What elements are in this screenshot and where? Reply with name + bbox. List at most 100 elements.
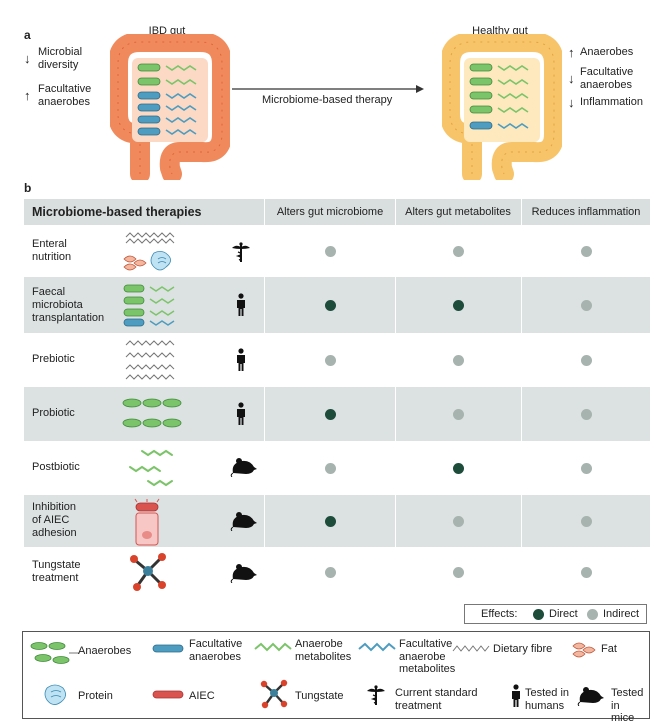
- therapy-name: Enteral nutrition: [32, 238, 72, 263]
- down-arrow-icon: ↓: [568, 95, 575, 110]
- legend-anaerobes: Anaerobes: [78, 645, 132, 657]
- facultative-anaerobes-legend-icon: [152, 644, 184, 653]
- prebiotic-dietary-fibre-icon: [125, 340, 175, 380]
- down-arrow-icon: ↓: [568, 71, 575, 86]
- indirect-effect-dot-microbiome: [324, 462, 336, 474]
- legend-current-standard: Current standard treatment: [395, 687, 478, 712]
- anaerobe-metabolites-legend-icon: [254, 642, 292, 652]
- panel-b-letter: b: [24, 181, 32, 195]
- effects-legend-direct: Direct: [549, 608, 578, 620]
- probiotic-anaerobes-icon: [122, 398, 182, 428]
- indirect-effect-dot-inflammation: [580, 245, 592, 257]
- table-row-faecal-microbiota-transplantation: Faecal microbiota transplantation: [24, 277, 650, 333]
- legend-aiec: AIEC: [189, 690, 215, 702]
- legend-tested-mice: Tested in mice: [611, 687, 644, 724]
- dietary-fibre-legend-icon: [452, 645, 490, 652]
- column-divider: [395, 199, 396, 597]
- legend-facultative-metabolites: Facultative anaerobe metabolites: [399, 638, 456, 675]
- indirect-effect-dot-inflammation: [580, 299, 592, 311]
- effects-legend-indirect: Indirect: [603, 608, 640, 620]
- effects-legend-label: Effects:: [481, 608, 518, 620]
- indirect-effect-dot-inflammation: [580, 408, 592, 420]
- indirect-effect-dot-metabolites: [452, 354, 464, 366]
- faecal-transplant-icon: [123, 284, 175, 327]
- indirect-effect-dot-microbiome: [324, 354, 336, 366]
- therapy-name: Postbiotic: [32, 461, 80, 473]
- effects-legend: Effects: Direct Indirect: [464, 604, 647, 624]
- therapy-name: Prebiotic: [32, 353, 75, 365]
- fat-legend-icon: [572, 642, 596, 658]
- column-divider: [264, 199, 265, 597]
- legend-anaerobe-metabolites: Anaerobe metabolites: [295, 638, 352, 663]
- direct-effect-dot-metabolites: [452, 299, 464, 311]
- indirect-effect-dot-microbiome: [324, 566, 336, 578]
- indirect-effect-dot-metabolites: [452, 245, 464, 257]
- indirect-effect-dot-metabolites: [452, 515, 464, 527]
- tested-in-mice-icon: [577, 687, 604, 706]
- tested-in-mice-icon: [230, 564, 257, 583]
- healthy-colon-illustration: [442, 34, 562, 180]
- legend-tested-humans: Tested in humans: [525, 687, 570, 712]
- tested-in-mice-icon: [230, 458, 257, 477]
- table-row-enteral-nutrition: Enteral nutrition: [24, 225, 650, 277]
- direct-effect-dot-metabolites: [452, 462, 464, 474]
- table-header-row: Microbiome-based therapies Alters gut mi…: [24, 199, 650, 225]
- direct-effect-dot-microbiome: [324, 408, 336, 420]
- tungstate-molecule-icon: [130, 553, 166, 591]
- therapy-name: Tungstate treatment: [32, 559, 81, 584]
- table-header-title: Microbiome-based therapies: [32, 205, 202, 219]
- direct-effect-dot-microbiome: [324, 299, 336, 311]
- legend-tungstate: Tungstate: [295, 690, 344, 702]
- indirect-effect-dot-inflammation: [580, 515, 592, 527]
- ibd-colon-illustration: [110, 34, 230, 180]
- tested-in-mice-icon: [230, 512, 257, 531]
- legend-facultative: Facultative anaerobes: [189, 638, 243, 663]
- postbiotic-metabolites-icon: [129, 449, 173, 487]
- panel-a-letter: a: [24, 28, 31, 42]
- therapy-arrow-label: Microbiome-based therapy: [262, 94, 393, 106]
- anaerobes-legend-icon: [30, 642, 79, 664]
- tested-in-humans-icon: [237, 402, 245, 425]
- symbol-legend: Anaerobes Facultative anaerobes Anaerobe…: [22, 631, 650, 724]
- indirect-effect-dot-metabolites: [452, 408, 464, 420]
- therapy-name: Inhibition of AIEC adhesion: [32, 501, 77, 539]
- down-arrow-icon: ↓: [24, 51, 31, 66]
- therapy-name: Faecal microbiota transplantation: [32, 286, 105, 324]
- indirect-effect-dot-microbiome: [324, 245, 336, 257]
- indirect-effect-dot: [587, 609, 598, 620]
- indirect-effect-dot-inflammation: [580, 566, 592, 578]
- table-row-prebiotic: Prebiotic: [24, 333, 650, 387]
- indirect-effect-dot-inflammation: [580, 354, 592, 366]
- legend-fat: Fat: [601, 643, 617, 655]
- therapy-arrow: [232, 85, 424, 93]
- legend-dietary-fibre: Dietary fibre: [493, 643, 553, 655]
- column-divider: [521, 199, 522, 597]
- up-arrow-icon: ↑: [24, 88, 31, 103]
- indirect-effect-dot-inflammation: [580, 462, 592, 474]
- column-header-microbiome: Alters gut microbiome: [276, 206, 384, 218]
- table-row-tungstate: Tungstate treatment: [24, 547, 650, 597]
- legend-protein: Protein: [78, 690, 113, 702]
- direct-effect-dot: [533, 609, 544, 620]
- tested-in-humans-icon: [512, 684, 520, 707]
- current-standard-treatment-icon: [367, 685, 385, 705]
- aiec-legend-icon: [152, 690, 184, 699]
- table-row-probiotic: Probiotic: [24, 387, 650, 441]
- direct-effect-dot-microbiome: [324, 515, 336, 527]
- facultative-metabolites-legend-icon: [358, 642, 396, 652]
- therapies-table: Microbiome-based therapies Alters gut mi…: [24, 199, 650, 597]
- therapy-name: Probiotic: [32, 407, 75, 419]
- protein-legend-icon: [44, 684, 66, 705]
- table-row-inhibition-aiec: Inhibition of AIEC adhesion: [24, 495, 650, 547]
- aiec-epithelial-cell-icon: [134, 498, 160, 546]
- table-row-postbiotic: Postbiotic: [24, 441, 650, 495]
- column-header-metabolites: Alters gut metabolites: [405, 206, 511, 218]
- up-arrow-icon: ↑: [568, 45, 575, 60]
- indirect-effect-dot-metabolites: [452, 566, 464, 578]
- enteral-nutrition-icon: [123, 232, 175, 271]
- column-header-inflammation: Reduces inflammation: [531, 206, 641, 218]
- tungstate-legend-icon: [260, 679, 288, 709]
- tested-in-humans-icon: [237, 348, 245, 371]
- tested-in-humans-icon: [237, 293, 245, 316]
- current-standard-treatment-icon: [232, 242, 250, 262]
